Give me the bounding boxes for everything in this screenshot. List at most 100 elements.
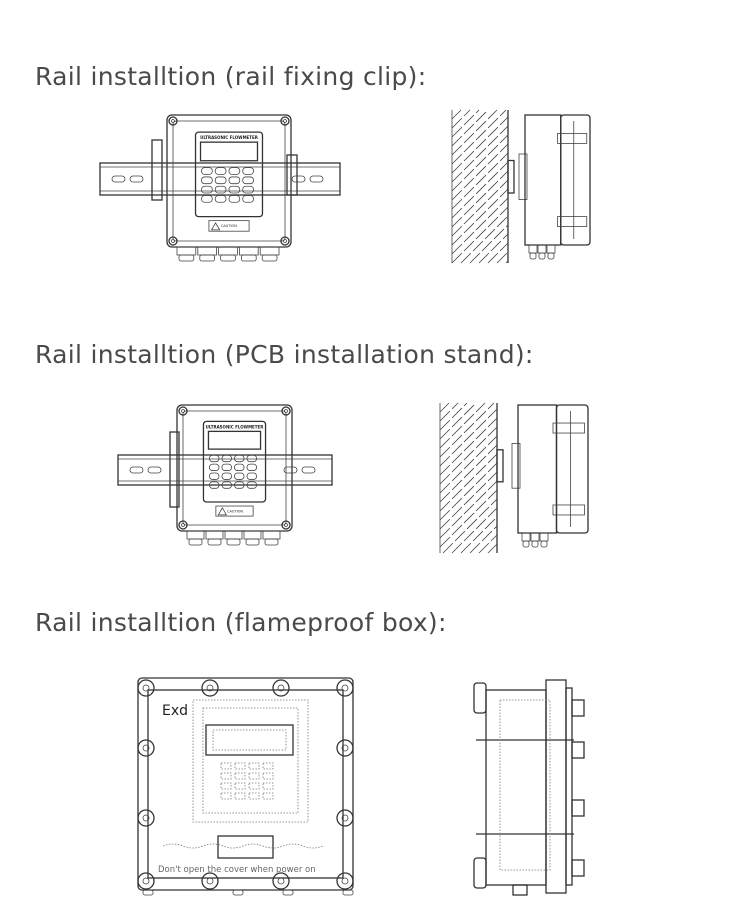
- keypad-key: [220, 782, 232, 790]
- cable-gland: [186, 530, 205, 540]
- keypad-key: [242, 195, 254, 203]
- keypad-key: [201, 195, 213, 203]
- wall-hatch: [460, 215, 509, 264]
- wall-hatch: [439, 489, 498, 548]
- wall-hatch: [451, 109, 480, 138]
- caution-label: CAUTION: [227, 509, 243, 513]
- screw-icon: [284, 523, 288, 527]
- hinge: [557, 132, 588, 144]
- keypad-key: [234, 472, 245, 480]
- heading-rail-fixing-clip: Rail installtion (rail fixing clip):: [35, 62, 427, 91]
- keypad-key: [228, 185, 241, 194]
- wall-hatch: [451, 206, 509, 264]
- keypad-key: [242, 176, 254, 185]
- enclosure-lid: [555, 404, 589, 534]
- din-rail-profile: [496, 449, 504, 483]
- wall-hatch: [469, 224, 509, 264]
- cable-gland: [539, 532, 549, 542]
- bolt-icon: [336, 739, 354, 757]
- cable-gland: [243, 530, 262, 540]
- cable-gland: [538, 252, 546, 260]
- bolt-icon: [137, 872, 155, 890]
- enclosure-lid: [560, 114, 591, 246]
- front-view-pcb-stand: [117, 431, 333, 508]
- wall-hatch: [439, 471, 498, 530]
- warning-icon: [210, 222, 221, 231]
- bolt-head: [571, 699, 585, 717]
- keypad-key: [234, 792, 246, 800]
- enclosure-base: [524, 114, 562, 246]
- bolt-head: [571, 799, 585, 817]
- wall-hatch: [442, 498, 498, 554]
- screw-icon: [168, 116, 178, 126]
- screw-icon: [181, 523, 185, 527]
- keypad-key: [262, 762, 274, 770]
- keypad-key: [220, 792, 232, 800]
- cable-gland: [220, 254, 236, 262]
- mounting-clip: [511, 442, 521, 489]
- wall-hatch: [439, 402, 468, 431]
- enclosure-lid: [172, 120, 286, 242]
- keypad-key: [209, 463, 220, 471]
- cable-gland: [547, 252, 555, 260]
- caution-plate: [208, 220, 250, 232]
- din-rail: [117, 454, 333, 486]
- cable-gland: [540, 540, 548, 548]
- exd-mark: Exd: [162, 703, 188, 719]
- side-view-rail-clip: [451, 109, 591, 264]
- keypad-key: [221, 463, 232, 471]
- keypad-key: [228, 167, 241, 175]
- lcd-display: [199, 141, 259, 162]
- cable-entry: [142, 889, 154, 896]
- hinge: [557, 216, 588, 228]
- hinge: [552, 504, 585, 516]
- keypad-key: [246, 481, 257, 489]
- keypad-key: [209, 454, 220, 463]
- screw-icon: [280, 116, 290, 126]
- wall-hatch: [496, 251, 509, 264]
- enclosure-lid: [182, 410, 287, 526]
- bolt-icon: [206, 877, 214, 885]
- screw-icon: [178, 406, 188, 416]
- bolt-icon: [272, 679, 290, 697]
- wall-hatch: [439, 435, 498, 494]
- screw-icon: [168, 236, 178, 246]
- wall-hatch: [439, 402, 477, 440]
- keypad-key: [228, 195, 241, 203]
- rail-slot: [301, 466, 316, 474]
- enclosure-flange: [545, 679, 567, 894]
- wall-hatch: [439, 426, 498, 485]
- keypad-key: [246, 472, 257, 480]
- keypad-key: [221, 454, 232, 463]
- screw-icon: [280, 236, 290, 246]
- wall-hatch: [451, 161, 509, 219]
- wall-hatch: [487, 242, 509, 264]
- caution-plate: [215, 505, 254, 517]
- rail-slot: [111, 175, 126, 183]
- pcb-installation-stand: [169, 431, 180, 508]
- cable-entry: [342, 889, 354, 896]
- bolt-head: [571, 741, 585, 759]
- cable-gland: [207, 538, 222, 546]
- bolt-icon: [277, 877, 285, 885]
- bolt-icon: [272, 872, 290, 890]
- screw-icon: [283, 119, 287, 123]
- keypad-key: [209, 481, 220, 489]
- wall-hatch: [439, 402, 450, 413]
- keypad-key: [234, 772, 246, 780]
- rail-slot: [283, 466, 298, 474]
- keypad-key: [242, 185, 254, 194]
- wall-hatch: [451, 507, 498, 554]
- wall-hatch: [439, 480, 498, 539]
- cable-entry: [232, 889, 244, 896]
- cable-gland: [205, 530, 224, 540]
- heading-pcb-installation-stand: Rail installtion (PCB installation stand…: [35, 340, 534, 369]
- panel-title: ULTRASONIC FLOWMETER: [206, 424, 264, 429]
- mounting-lug: [473, 857, 487, 889]
- cable-gland: [188, 538, 203, 546]
- wall-hatch: [451, 152, 509, 210]
- internal-wiring: [162, 843, 324, 849]
- keypad-key: [201, 185, 213, 194]
